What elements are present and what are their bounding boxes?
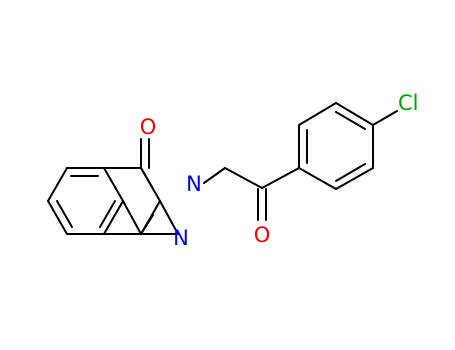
bond: [335, 167, 374, 190]
bond: [103, 167, 124, 202]
bond-inner: [56, 200, 73, 228]
atom-labels: O N N O Cl: [140, 91, 419, 250]
bond: [203, 167, 226, 184]
atom-label-nitrogen: N: [186, 172, 202, 196]
atom-label-oxygen: O: [140, 115, 157, 139]
bond: [47, 200, 68, 235]
bond: [140, 200, 161, 235]
bond-inner: [99, 200, 116, 228]
ring-carbonyl: [140, 138, 150, 169]
atom-label-chlorine: Cl: [398, 91, 419, 115]
phthalazinone-ring: [103, 167, 179, 235]
bond: [122, 200, 142, 235]
bond: [47, 167, 68, 202]
atom-label-nitrogen: N: [173, 226, 189, 250]
bond: [372, 110, 398, 126]
bond: [261, 167, 300, 189]
atom-label-oxygen: O: [254, 223, 271, 247]
bond: [159, 200, 179, 235]
bond-inner: [335, 163, 366, 182]
bond: [140, 167, 161, 202]
bond: [298, 167, 337, 190]
bond: [224, 167, 263, 189]
benzo-ring: [47, 167, 124, 235]
bond: [298, 102, 337, 126]
bond-inner: [335, 111, 366, 130]
chlorophenyl-ring: [298, 102, 398, 190]
bond: [103, 200, 124, 235]
bond: [335, 102, 374, 126]
side-chain: [203, 167, 300, 221]
